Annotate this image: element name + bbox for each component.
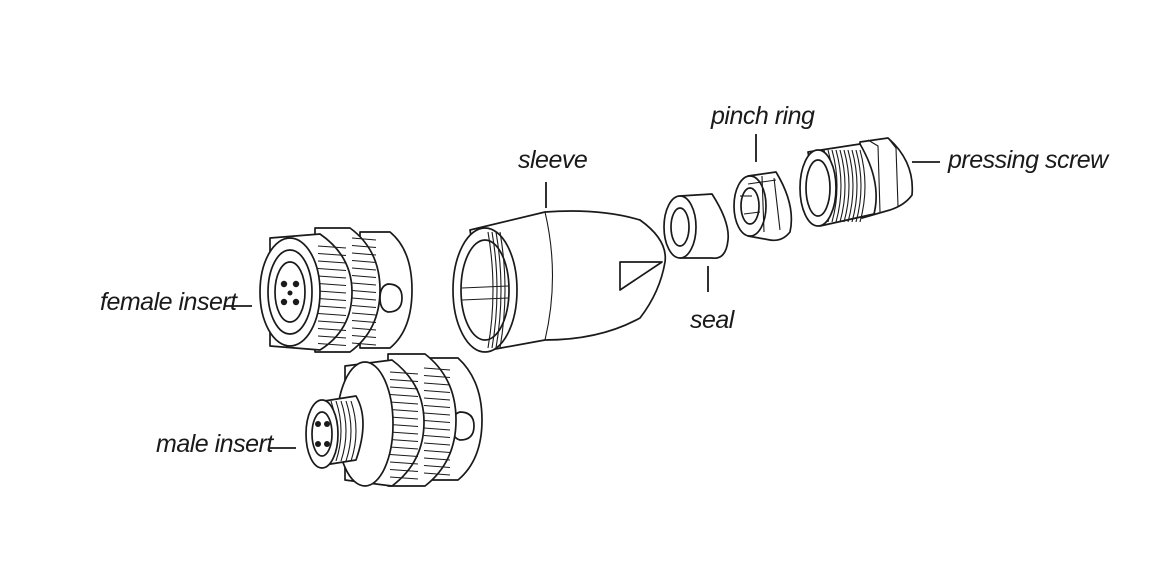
pinch-ring-label: pinch ring xyxy=(710,102,815,130)
male-insert-label: male insert xyxy=(156,430,274,458)
female-insert-part xyxy=(259,227,413,353)
seal-label: seal xyxy=(690,306,736,334)
pressing-screw-label: pressing screw xyxy=(947,146,1110,174)
sleeve-label: sleeve xyxy=(518,146,587,174)
pinch-ring-part xyxy=(733,171,793,242)
male-insert-part xyxy=(305,353,483,487)
female-insert-label: female insert xyxy=(100,288,238,316)
pressing-screw-part xyxy=(799,137,914,227)
rear-knurl-lines xyxy=(351,237,377,346)
seal-part xyxy=(663,193,730,260)
sleeve-part xyxy=(452,210,667,353)
